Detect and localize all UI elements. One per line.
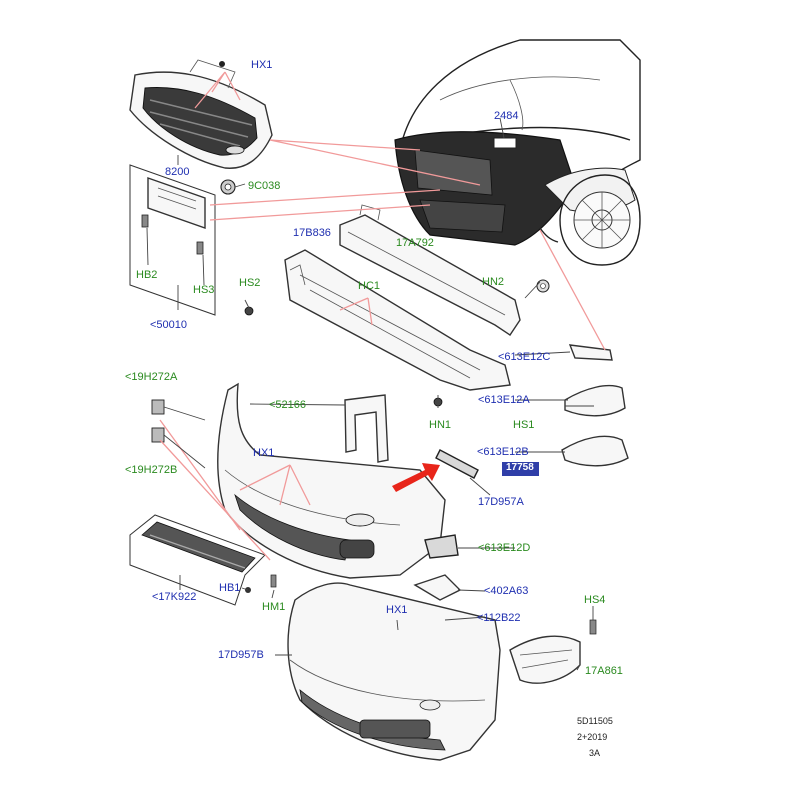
clip-9c038-part — [220, 179, 236, 195]
callout-hs3: HS3 — [193, 284, 214, 296]
fastener-hs2 — [244, 306, 254, 316]
callout-402a63: <402A63 — [484, 585, 528, 597]
callout-613e12d: <613E12D — [478, 542, 530, 554]
upper-grille-part — [129, 59, 273, 169]
callout-hn2: HN2 — [482, 276, 504, 288]
callout-hx1-top: HX1 — [251, 59, 272, 71]
red-pointer-arrow — [392, 463, 440, 492]
leader-lines — [146, 71, 606, 671]
callout-17a861: 17A861 — [585, 665, 623, 677]
clip-19h272a-part — [151, 399, 165, 415]
bumper-cover-17d957b-part — [287, 582, 501, 761]
clip-19h272b-part — [151, 427, 165, 443]
lower-grille-17k922-box — [129, 514, 266, 606]
bracket-52166-part — [344, 394, 389, 463]
energy-absorber-17b836-part — [284, 249, 511, 391]
vehicle-front-drawing — [394, 39, 641, 266]
bumper-beam-17a792-part — [339, 204, 521, 336]
callout-613e12c: <613E12C — [498, 351, 550, 363]
stamp-line-1: 5D11505 — [577, 716, 613, 726]
callout-52166: <52166 — [269, 399, 306, 411]
callout-9c038: 9C038 — [248, 180, 280, 192]
callout-hc1: HC1 — [358, 280, 380, 292]
callout-hs2: HS2 — [239, 277, 260, 289]
callout-17d957b: 17D957B — [218, 649, 264, 661]
cover-402a63-part — [413, 574, 462, 601]
bracket-613e12c-part — [568, 344, 613, 361]
callout-17k922: <17K922 — [152, 591, 196, 603]
trim-613e12a-part — [564, 384, 626, 417]
bumper-cover-17d957a-part — [217, 382, 446, 579]
callout-8200: 8200 — [165, 166, 189, 178]
callout-613e12b: <613E12B — [477, 446, 529, 458]
drawing-reference-stamp: 5D11505 2+2019 3A — [577, 716, 613, 758]
callout-labels: HX1 8200 9C038 2484 17B836 17A792 HB2 HS… — [125, 59, 623, 677]
callout-50010: <50010 — [150, 319, 187, 331]
callout-112b22: <112B22 — [477, 612, 521, 624]
cover-613e12d-part — [424, 534, 459, 559]
highlight-box — [502, 462, 539, 476]
stamp-line-2: 2+2019 — [577, 732, 607, 742]
grille-clips — [219, 61, 225, 67]
license-plate-bracket-box — [129, 164, 216, 316]
callout-hb1: HB1 — [219, 582, 240, 594]
callout-2484: 2484 — [494, 110, 518, 122]
callout-hn1: HN1 — [429, 419, 451, 431]
callout-19h272b: <19H272B — [125, 464, 177, 476]
bracket-17758-part — [435, 449, 479, 479]
callout-hs1: HS1 — [513, 419, 534, 431]
callout-hb2: HB2 — [136, 269, 157, 281]
fastener-hm1 — [270, 574, 277, 588]
callout-hm1: HM1 — [262, 601, 285, 613]
callout-17a792: 17A792 — [396, 237, 434, 249]
callout-highlight: 17758 — [506, 462, 534, 473]
callout-hx1-mid: HX1 — [253, 447, 274, 459]
callout-hx1-low: HX1 — [386, 604, 407, 616]
callout-19h272a: <19H272A — [125, 371, 178, 383]
stamp-line-3: 3A — [589, 748, 600, 758]
fog-lamp-trim-17a861-part — [509, 635, 581, 684]
callout-17b836: 17B836 — [293, 227, 331, 239]
fastener-hn2 — [536, 279, 550, 293]
fastener-hs4 — [589, 619, 597, 635]
trim-613e12b-part — [561, 435, 629, 467]
callout-17d957a: 17D957A — [478, 496, 525, 508]
callout-613e12a: <613E12A — [478, 394, 530, 406]
callout-hs4: HS4 — [584, 594, 605, 606]
